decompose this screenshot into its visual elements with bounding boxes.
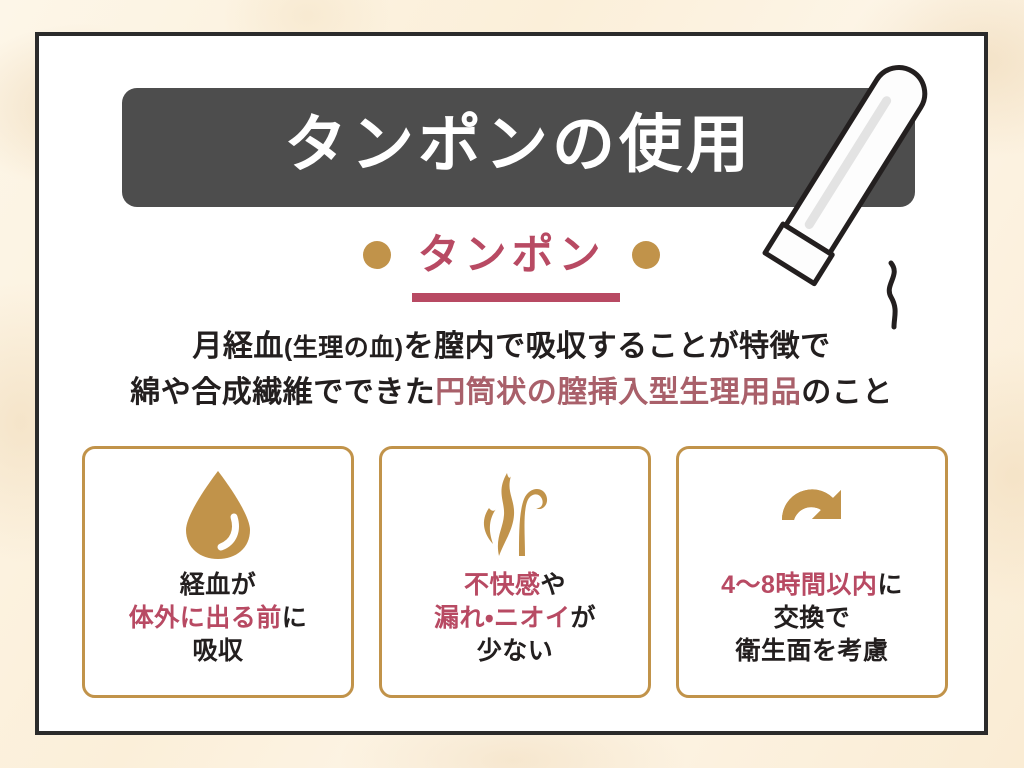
body-line1-b: を膣内で吸収することが特徴で xyxy=(403,330,831,363)
card1-line2-highlight: 体外に出る前 xyxy=(128,604,282,632)
card3-line1-plain: に xyxy=(877,571,903,599)
content-panel: タンポンの使用 タンポン 月経血(生理の血)を膣内で吸収することが特徴で xyxy=(35,32,988,735)
feature-card-comfort-text: 不快感や 漏れ・ニオイが 少ない xyxy=(434,569,596,668)
card2-line-3: 少ない xyxy=(476,637,554,665)
card3-line-3: 衛生面を考慮 xyxy=(735,637,889,665)
feature-card-absorption-text: 経血が 体外に出る前に 吸収 xyxy=(129,569,308,668)
subtitle-label: タンポン xyxy=(417,231,606,278)
card3-line-1: 4〜8時間以内に xyxy=(721,569,903,602)
body-line2-a: 綿や合成繊維でできた xyxy=(130,375,436,409)
card2-line1-plain: や xyxy=(540,571,567,599)
card3-line1-highlight: 4〜8時間以内 xyxy=(721,571,878,599)
body-line1-paren: (生理の血) xyxy=(283,334,404,362)
card2-line2-highlight: 漏れ・ニオイ xyxy=(433,604,571,632)
droplet-icon xyxy=(181,467,255,563)
gold-dot-left-icon xyxy=(363,241,392,269)
gold-dot-right-icon xyxy=(631,241,660,269)
title-banner: タンポンの使用 xyxy=(122,88,915,207)
card1-line-2: 体外に出る前に xyxy=(129,602,308,635)
body-line-2: 綿や合成繊維でできた円筒状の膣挿入型生理用品のこと xyxy=(39,370,984,416)
feature-card-replacement: 4〜8時間以内に 交換で 衛生面を考慮 xyxy=(676,446,948,698)
card2-line2-plain: が xyxy=(570,604,597,632)
page-title: タンポンの使用 xyxy=(284,110,753,180)
refresh-cycle-icon xyxy=(765,467,859,563)
body-description: 月経血(生理の血)を膣内で吸収することが特徴で 綿や合成繊維でできた円筒状の膣挿… xyxy=(39,324,984,415)
odor-steam-icon xyxy=(472,467,558,563)
feature-card-comfort: 不快感や 漏れ・ニオイが 少ない xyxy=(379,446,651,698)
feature-card-replacement-text: 4〜8時間以内に 交換で 衛生面を考慮 xyxy=(721,569,903,668)
card1-line-3: 吸収 xyxy=(192,637,244,665)
card3-line-2: 交換で xyxy=(773,604,851,632)
card2-line-2: 漏れ・ニオイが xyxy=(434,602,596,635)
card2-line-1: 不快感や xyxy=(434,569,596,602)
subtitle-underline xyxy=(412,293,620,302)
body-line-1: 月経血(生理の血)を膣内で吸収することが特徴で xyxy=(39,324,984,370)
body-line2-highlight: 円筒状の膣挿入型生理用品 xyxy=(435,375,802,409)
feature-card-list: 経血が 体外に出る前に 吸収 xyxy=(82,446,948,698)
subtitle-row: タンポン xyxy=(39,234,984,276)
card1-line-1: 経血が xyxy=(179,571,257,599)
body-line2-b: のこと xyxy=(801,375,893,409)
feature-card-absorption: 経血が 体外に出る前に 吸収 xyxy=(82,446,354,698)
body-line1-a: 月経血 xyxy=(192,330,284,363)
card1-line2-plain: に xyxy=(281,604,308,632)
card2-line1-highlight: 不快感 xyxy=(463,571,541,599)
